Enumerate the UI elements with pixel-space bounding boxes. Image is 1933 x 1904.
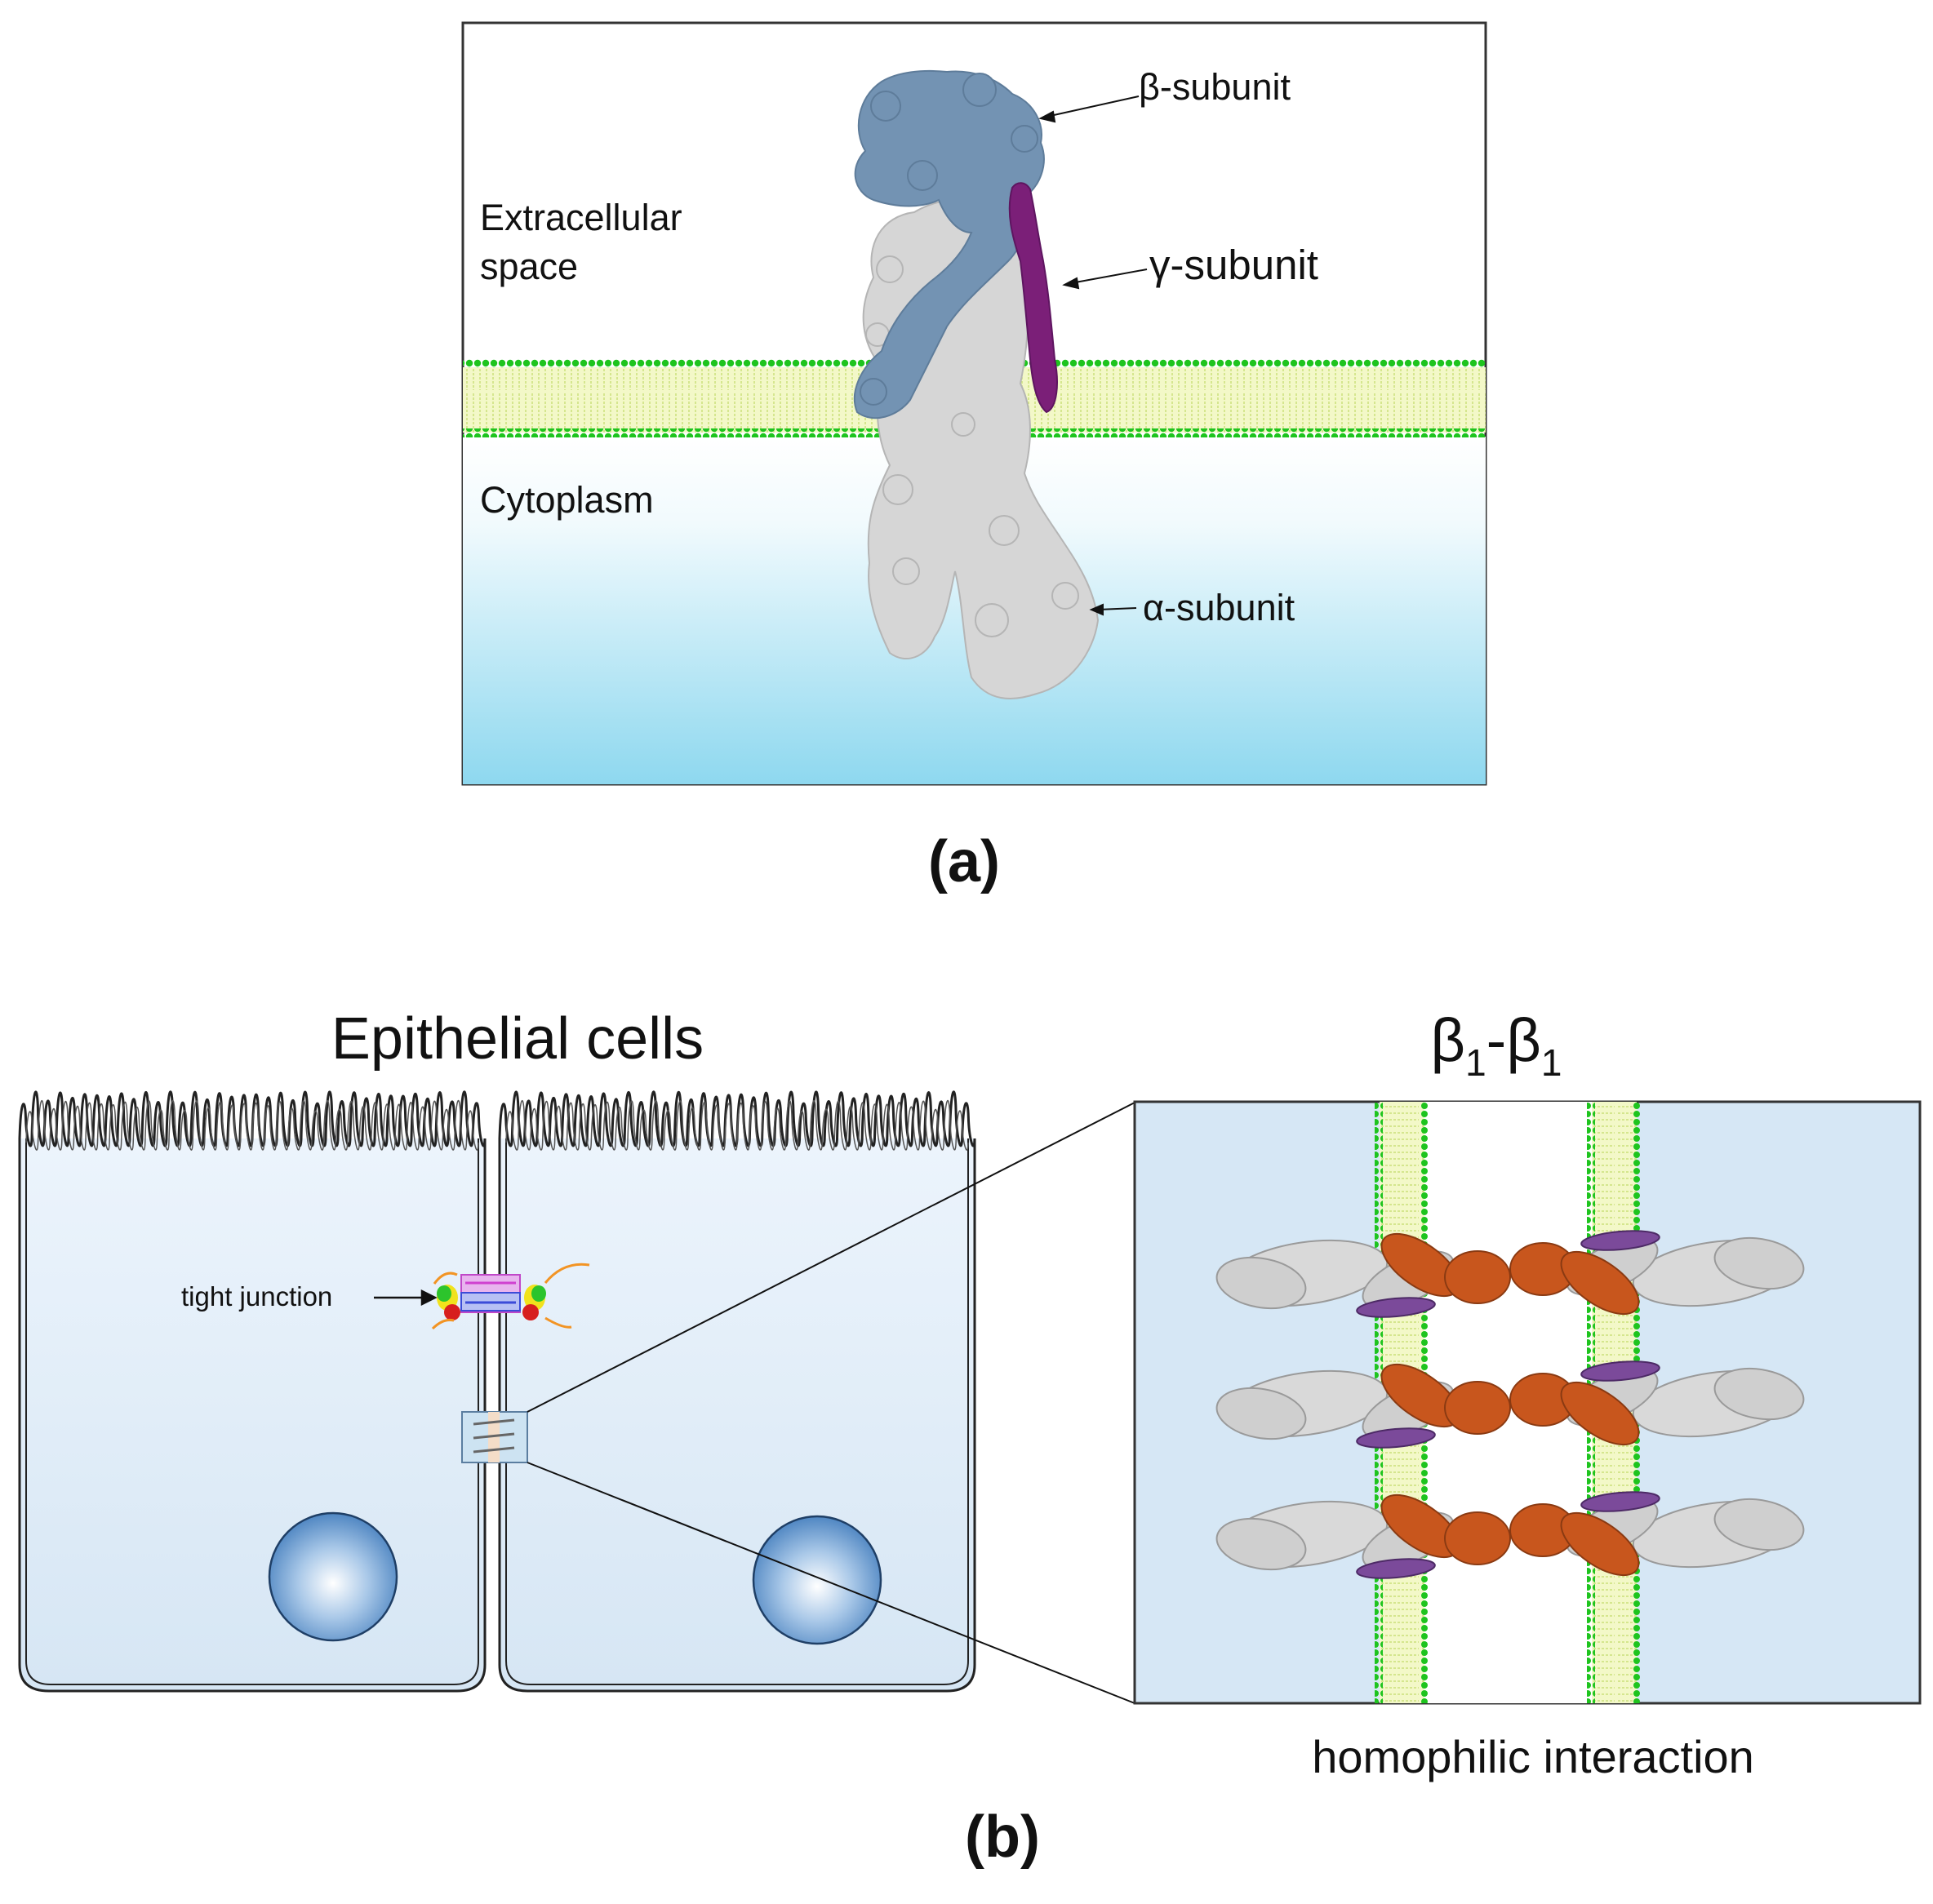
junction-title-beta-2: β — [1506, 1006, 1541, 1074]
extracellular-label-line2: space — [480, 246, 578, 287]
complex-1 — [1215, 1230, 1805, 1318]
homophilic-interaction-label: homophilic interaction — [1312, 1731, 1754, 1782]
beta1-beta1-complexes — [1215, 1230, 1805, 1579]
nucleus-left — [268, 1511, 398, 1642]
cytoplasm-label: Cytoplasm — [480, 479, 654, 521]
alpha-region-right-tail — [1713, 1236, 1805, 1290]
zoom-region-marker — [461, 1411, 528, 1463]
complex-3 — [1215, 1491, 1805, 1579]
alpha-subunit-label: α-subunit — [1143, 587, 1295, 628]
beta1-domain-left-b — [1444, 1250, 1511, 1304]
junction-title-sub-1: 1 — [1465, 1041, 1486, 1084]
beta1-domain-left-b — [1444, 1511, 1511, 1565]
beta1-domain-left-b — [1444, 1381, 1511, 1435]
caption-b: (b) — [965, 1804, 1040, 1870]
tight-junction-complex — [431, 1263, 590, 1330]
panel-b: Epithelial cells β1-β1 — [18, 1006, 1922, 1870]
junction-title: β1-β1 — [1431, 1006, 1562, 1084]
junction-title-dash: - — [1486, 1006, 1507, 1074]
linker-left — [1356, 1297, 1436, 1318]
beta-subunit-label: β-subunit — [1139, 66, 1291, 108]
linker-left — [1356, 1427, 1436, 1449]
epithelial-cell-left — [18, 1090, 487, 1693]
zoom-lines — [527, 1102, 1135, 1704]
epithelial-cell-right — [498, 1090, 976, 1693]
linker-right — [1580, 1491, 1660, 1512]
caption-a: (a) — [928, 829, 1000, 894]
alpha-region-left-tail — [1215, 1517, 1307, 1571]
leader-lines-a — [1038, 95, 1148, 616]
epithelial-cells-title: Epithelial cells — [331, 1006, 704, 1072]
gamma-subunit-label: γ-subunit — [1149, 242, 1318, 288]
beta-subunit-structure — [853, 69, 1045, 419]
junction-title-sub-2: 1 — [1541, 1041, 1562, 1084]
linker-right — [1580, 1360, 1660, 1382]
gamma-subunit-structure — [1008, 182, 1058, 414]
alpha-region-right-tail — [1713, 1367, 1805, 1421]
nucleus-right — [752, 1515, 882, 1645]
complex-2 — [1215, 1360, 1805, 1449]
beta1-domain-right-a — [1560, 1381, 1640, 1446]
extracellular-label-line1: Extracellular — [480, 197, 682, 238]
tight-junction-arrow — [374, 1289, 438, 1307]
junction-title-beta-1: β — [1431, 1006, 1466, 1074]
junction-inset — [1133, 1100, 1922, 1705]
alpha-region-left-tail — [1215, 1387, 1307, 1440]
alpha-region-left-tail — [1215, 1256, 1307, 1310]
beta1-domain-right-a — [1560, 1511, 1640, 1577]
linker-right — [1580, 1230, 1660, 1251]
panel-a: Extracellular space Cytoplasm β-subunit … — [461, 21, 1487, 894]
beta1-domain-right-a — [1560, 1250, 1640, 1316]
linker-left — [1356, 1558, 1436, 1579]
alpha-region-right-tail — [1713, 1498, 1805, 1551]
tight-junction-label: tight junction — [181, 1281, 332, 1311]
